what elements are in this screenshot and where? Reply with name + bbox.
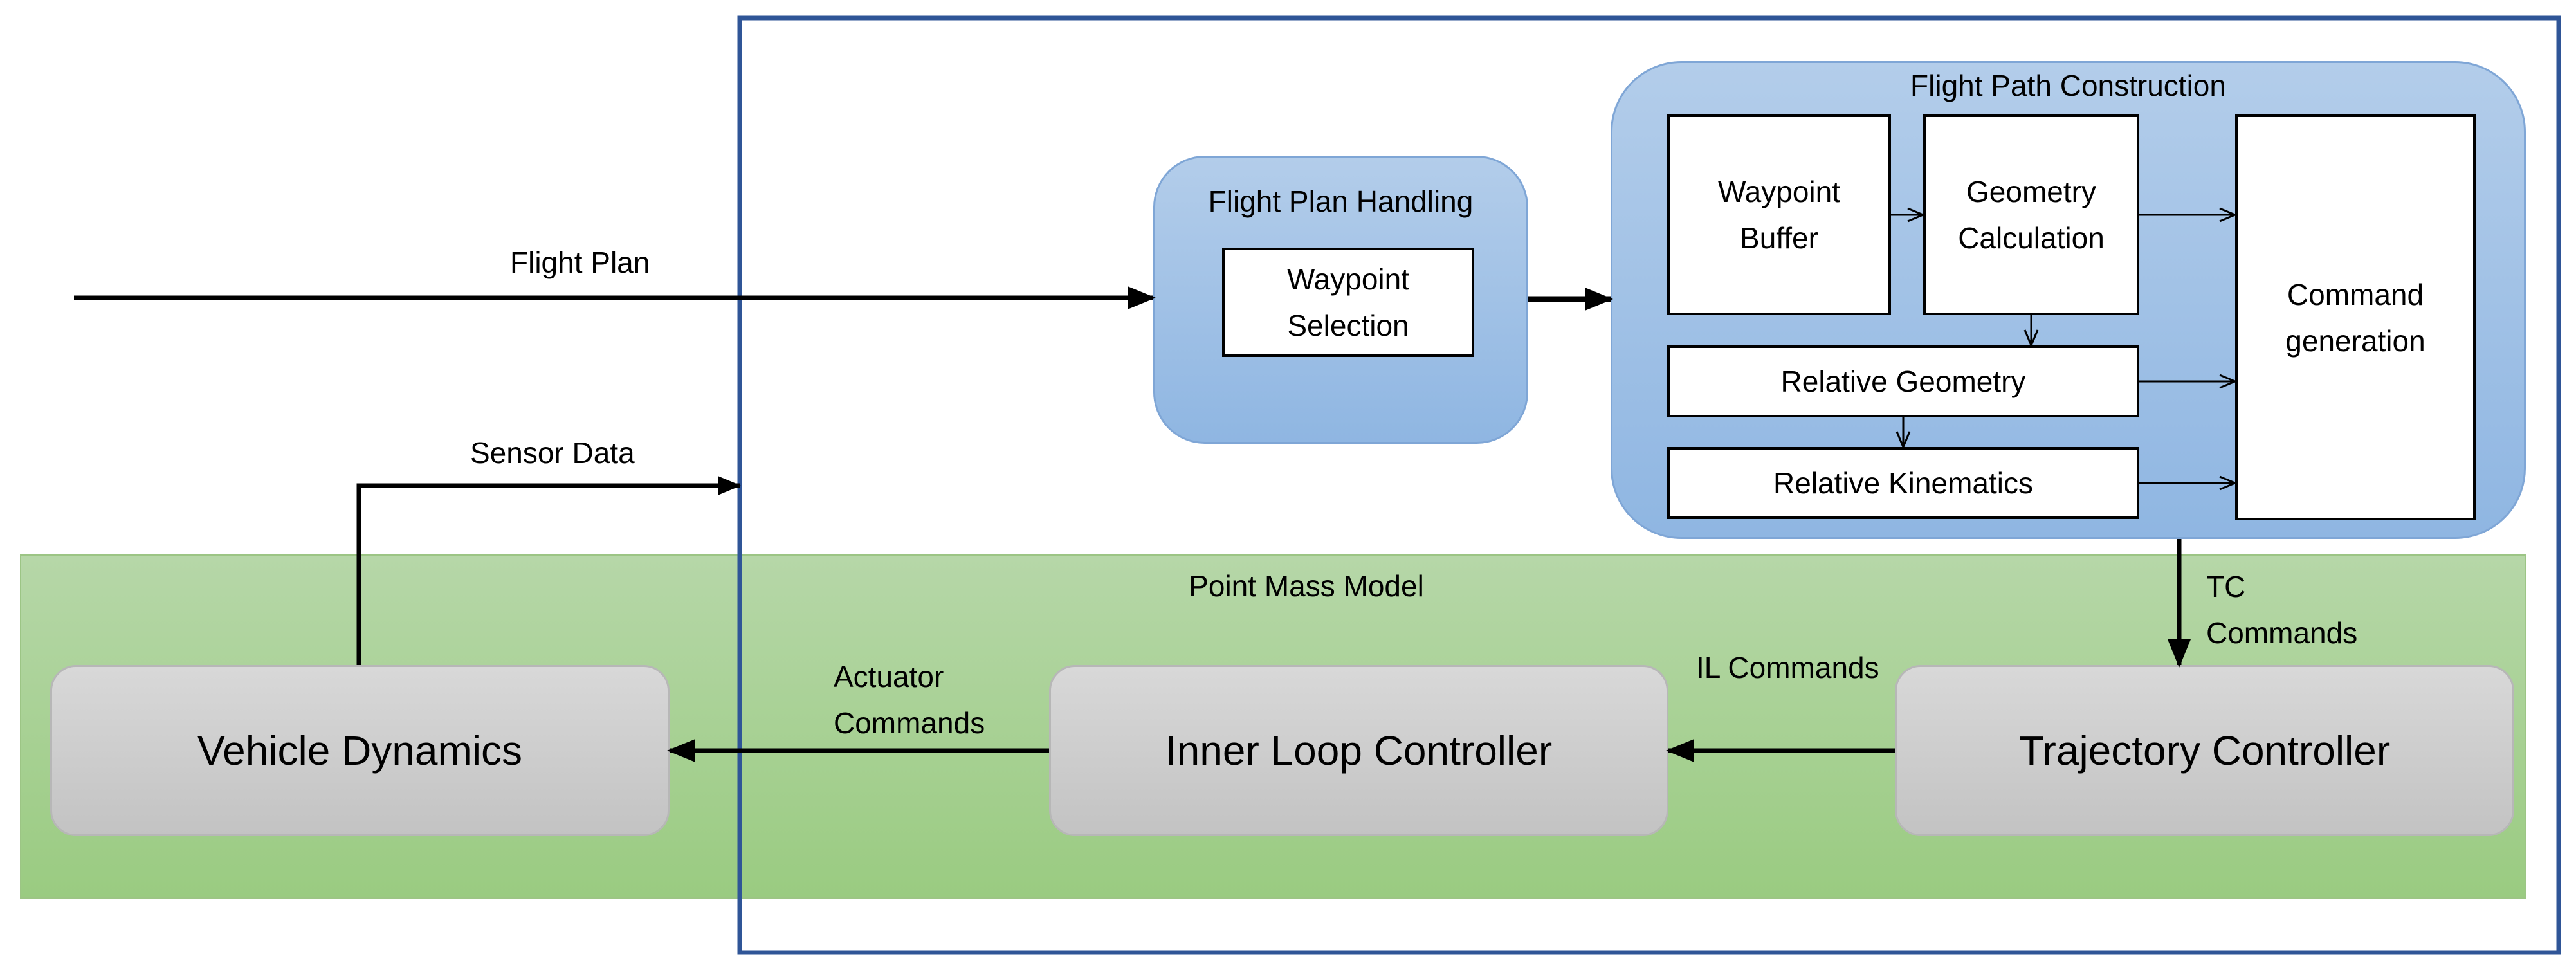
inner-loop-controller-label: Inner Loop Controller bbox=[1165, 727, 1553, 774]
trajectory-controller-label: Trajectory Controller bbox=[2018, 727, 2391, 774]
outer-system-frame bbox=[737, 15, 2561, 955]
relative-geometry-box: Relative Geometry bbox=[1667, 345, 2139, 417]
il-commands-label: IL Commands bbox=[1696, 651, 1879, 684]
command-generation-box: Command generation bbox=[2235, 114, 2476, 520]
trajectory-controller-box: Trajectory Controller bbox=[1895, 665, 2514, 836]
geometry-calculation-box: Geometry Calculation bbox=[1923, 114, 2139, 315]
command-generation-label: Command generation bbox=[2285, 277, 2425, 358]
waypoint-selection-label: Waypoint Selection bbox=[1286, 262, 1410, 342]
relative-geometry-label: Relative Geometry bbox=[1780, 365, 2026, 398]
point-mass-model-label: Point Mass Model bbox=[1189, 569, 1424, 603]
flight-plan-arrow-label: Flight Plan bbox=[510, 246, 650, 279]
waypoint-selection-box: Waypoint Selection bbox=[1222, 248, 1474, 357]
flight-path-construction-label: Flight Path Construction bbox=[1910, 69, 2226, 102]
actuator-commands-label: Actuator Commands bbox=[834, 660, 985, 740]
inner-loop-controller-box: Inner Loop Controller bbox=[1049, 665, 1668, 836]
sensor-data-arrow bbox=[356, 476, 741, 665]
relative-kinematics-label: Relative Kinematics bbox=[1773, 466, 2033, 500]
vehicle-dynamics-box: Vehicle Dynamics bbox=[50, 665, 670, 836]
waypoint-buffer-label: Waypoint Buffer bbox=[1717, 175, 1841, 255]
flight-plan-handling-label: Flight Plan Handling bbox=[1208, 185, 1474, 218]
waypoint-buffer-box: Waypoint Buffer bbox=[1667, 114, 1891, 315]
vehicle-dynamics-label: Vehicle Dynamics bbox=[197, 727, 523, 774]
sensor-data-arrow-label: Sensor Data bbox=[470, 436, 635, 470]
tc-commands-label: TC Commands bbox=[2206, 570, 2358, 650]
geometry-calculation-label: Geometry Calculation bbox=[1958, 175, 2105, 255]
relative-kinematics-box: Relative Kinematics bbox=[1667, 447, 2139, 519]
